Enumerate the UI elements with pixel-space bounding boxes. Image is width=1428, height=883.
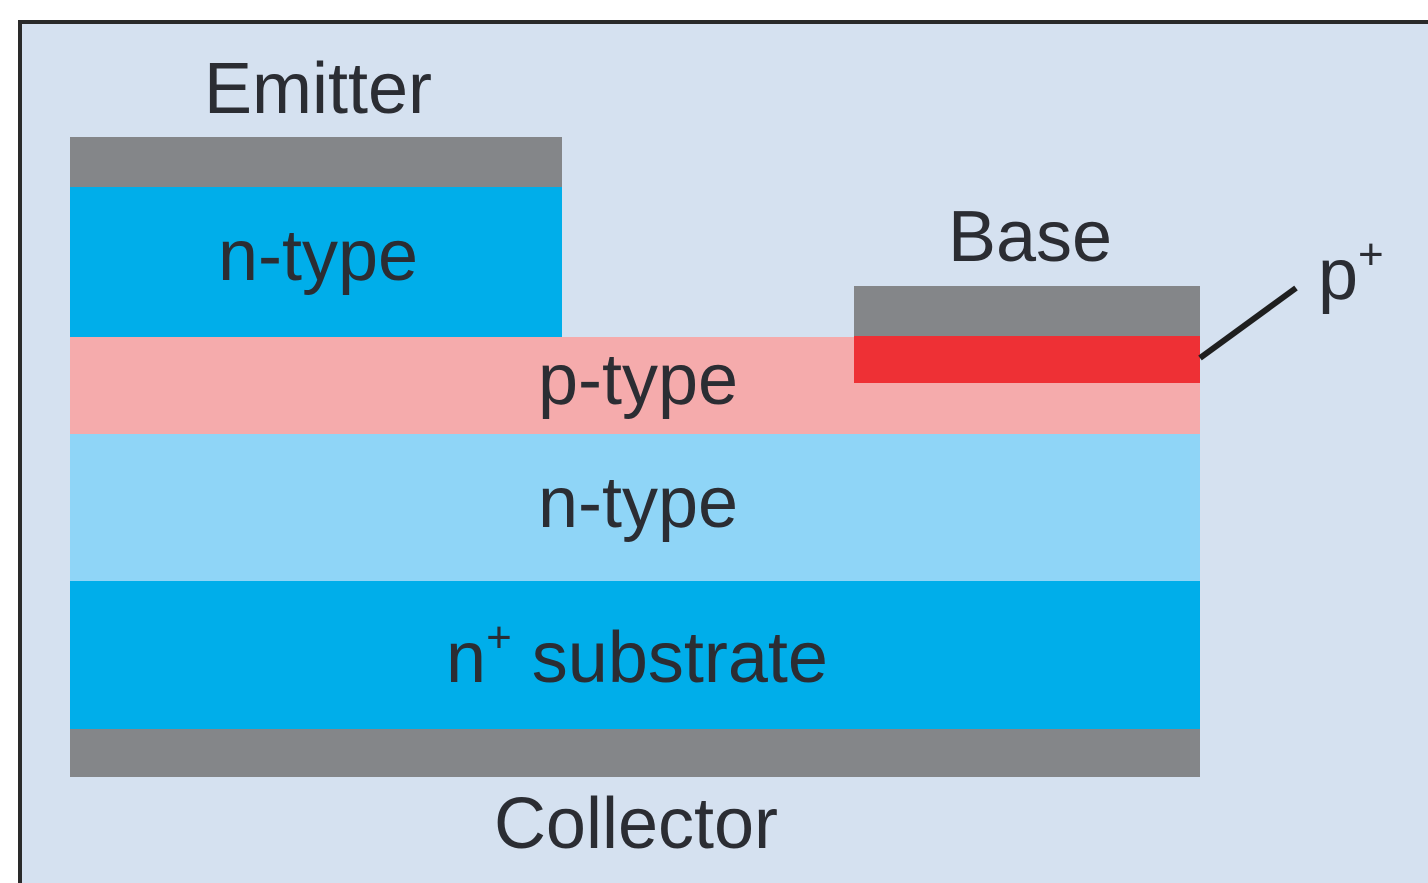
substrate-label-n: n [446, 618, 486, 698]
n-type-collector-layer [70, 434, 1200, 581]
p-plus-label-base: p [1318, 235, 1358, 315]
base-label: Base [948, 197, 1112, 277]
p-plus-leader-line [1198, 285, 1298, 361]
emitter-n-type-region [70, 187, 562, 337]
substrate-label: n+ substrate [446, 613, 828, 698]
collector-n-type-label: n-type [538, 463, 738, 543]
emitter-label: Emitter [204, 49, 432, 129]
p-type-label: p-type [538, 340, 738, 420]
p-plus-label-superscript: + [1358, 230, 1384, 279]
p-plus-label: p+ [1318, 230, 1384, 315]
base-contact [854, 286, 1200, 336]
substrate-label-rest: substrate [512, 618, 828, 698]
emitter-n-type-label: n-type [218, 216, 418, 296]
collector-contact [70, 729, 1200, 777]
n-plus-substrate-layer [70, 581, 1200, 729]
p-plus-region [854, 336, 1200, 383]
collector-label: Collector [494, 784, 778, 864]
substrate-label-superscript: + [486, 613, 512, 662]
emitter-contact [70, 137, 562, 187]
